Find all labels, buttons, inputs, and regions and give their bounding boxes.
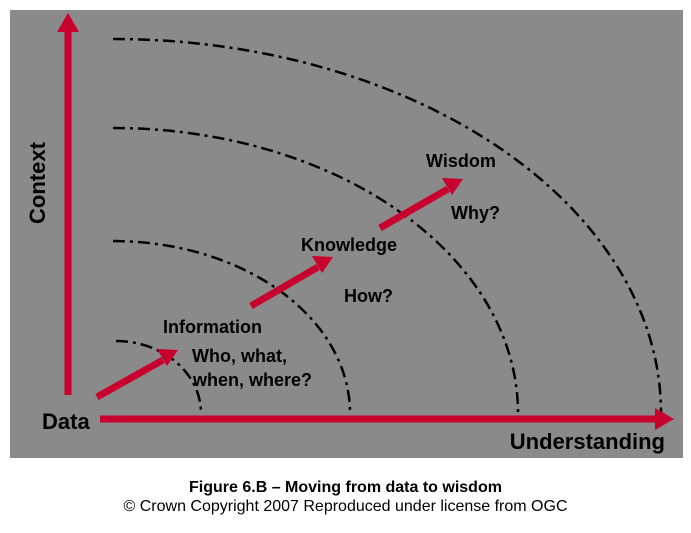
wisdom-question: Why? — [451, 203, 500, 223]
arrow-information-to-knowledge — [249, 263, 320, 310]
arc-wisdom — [112, 126, 520, 414]
arrow-knowledge-to-wisdom-head — [442, 178, 463, 195]
figure-caption-copyright: © Crown Copyright 2007 Reproduced under … — [123, 498, 568, 515]
arrow-information-to-knowledge-head — [312, 256, 333, 273]
knowledge-question: How? — [344, 286, 393, 306]
figure-caption-title: Figure 6.B – Moving from data to wisdom — [189, 479, 502, 496]
information-question-line2: when, where? — [192, 370, 312, 390]
arc-outer — [112, 37, 663, 414]
information-question-line1: Who, what, — [192, 346, 287, 366]
data-label: Data — [42, 409, 90, 434]
understanding-axis-arrowhead — [655, 408, 674, 430]
arrow-data-to-information-head — [157, 349, 178, 366]
arrow-data-to-information — [95, 356, 165, 401]
arc-information — [115, 339, 203, 414]
knowledge-label: Knowledge — [301, 235, 397, 255]
wisdom-label: Wisdom — [426, 151, 496, 171]
information-label: Information — [163, 317, 262, 337]
context-axis-arrowhead — [57, 13, 79, 32]
context-axis-label: Context — [25, 141, 50, 224]
understanding-axis-label: Understanding — [510, 429, 665, 454]
arrow-knowledge-to-wisdom — [378, 185, 450, 232]
